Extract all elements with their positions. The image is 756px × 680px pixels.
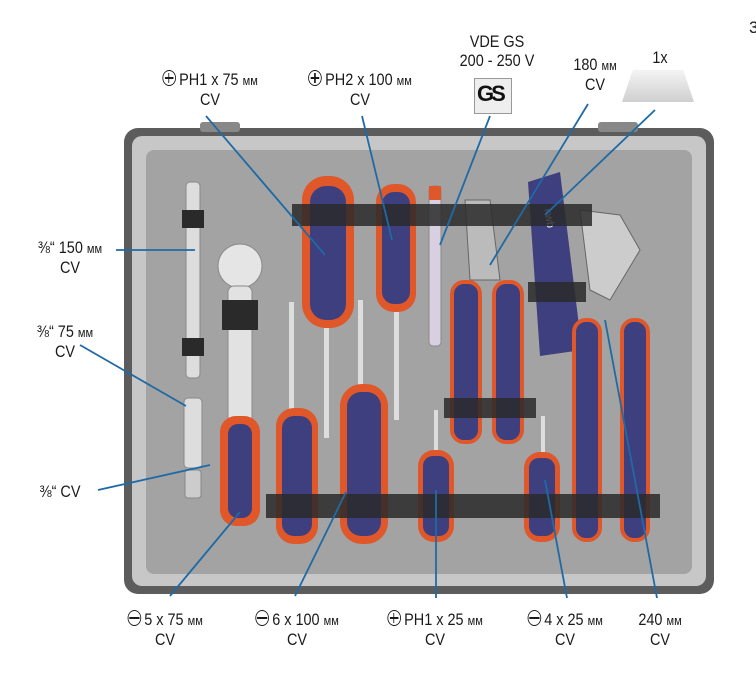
edge-fragment: 3 — [749, 18, 756, 37]
slotted-icon — [127, 610, 141, 626]
hinge — [200, 122, 240, 132]
phillips-icon — [308, 70, 322, 86]
hinge — [598, 122, 638, 132]
strap — [182, 210, 204, 228]
extension-75 — [183, 397, 203, 469]
phillips-icon — [162, 70, 176, 86]
strap — [266, 494, 660, 518]
phillips-icon — [387, 610, 401, 626]
strap — [182, 338, 204, 356]
strap — [444, 398, 536, 418]
slotted-icon — [527, 610, 541, 626]
strap — [528, 282, 586, 302]
label-blade: 1x — [652, 48, 668, 67]
adapter — [184, 469, 202, 499]
spare-blade-image — [622, 70, 694, 102]
ratchet-head — [217, 243, 263, 289]
water-pump-pliers-240 — [572, 209, 650, 542]
strap — [222, 300, 258, 330]
slotted-icon — [255, 610, 269, 626]
extension-150 — [185, 181, 201, 379]
callout-lines — [79, 103, 658, 599]
label-ratchet: ⅜“ CV — [39, 482, 81, 501]
strap — [292, 204, 592, 226]
gs-certification-logo: GS — [474, 78, 512, 114]
